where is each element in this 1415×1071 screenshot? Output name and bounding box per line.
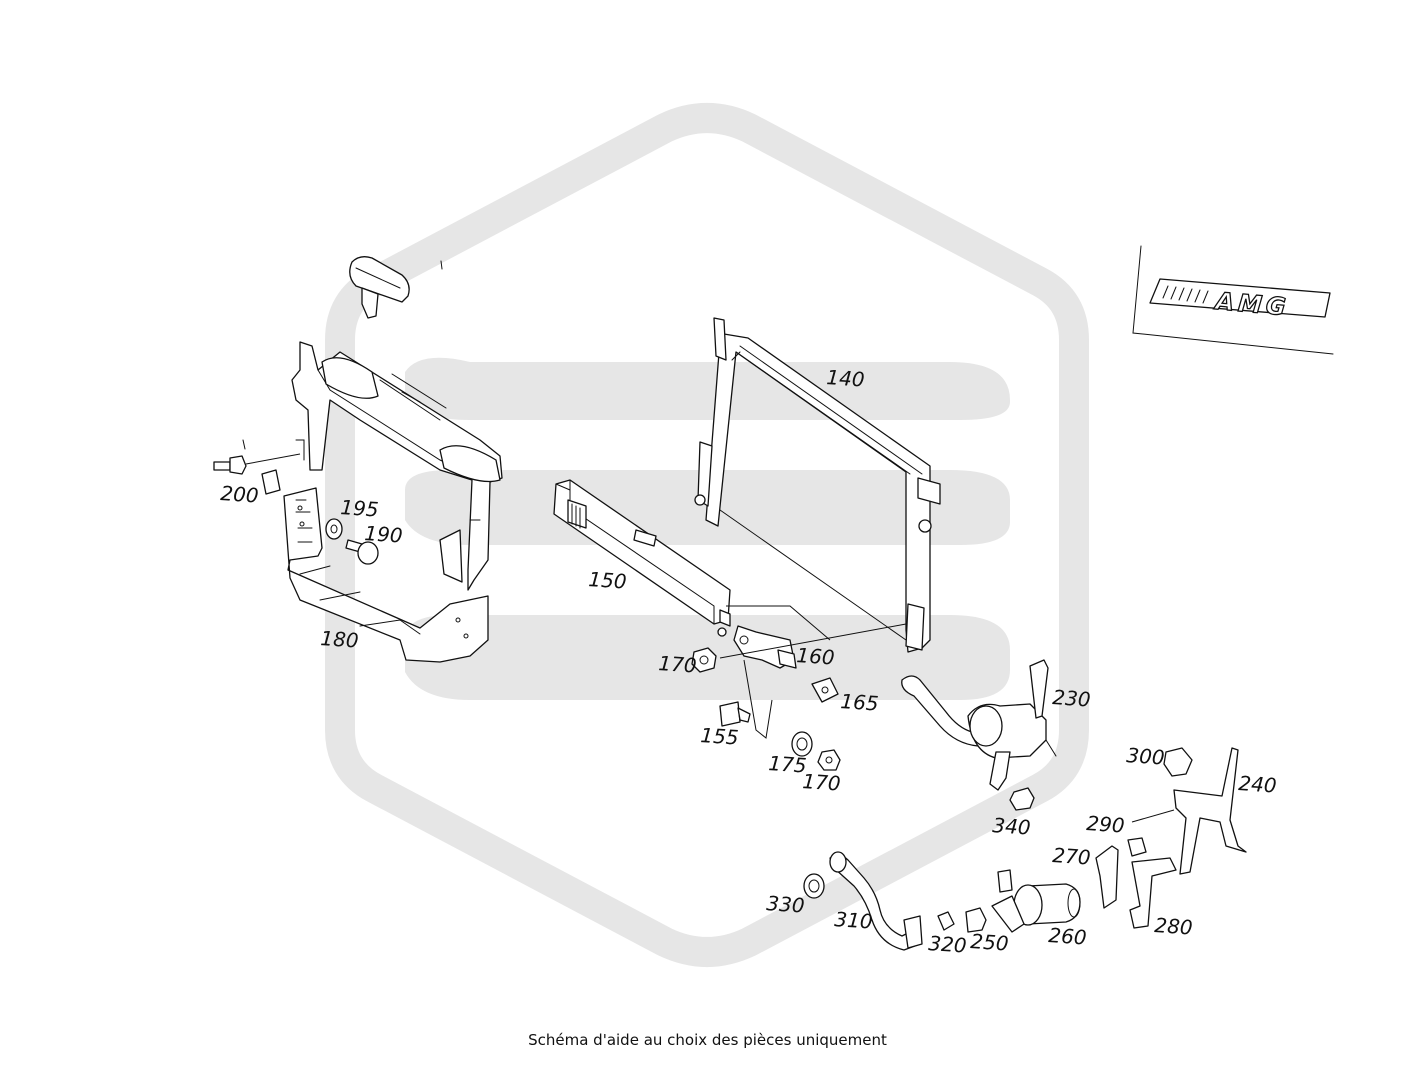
callout-180: 180 xyxy=(320,626,360,653)
callout-190: 190 xyxy=(364,521,404,548)
bracket-240 xyxy=(1131,747,1247,875)
callout-labels: 140 150 155 160 165 170 175 170 180 190 … xyxy=(220,365,1278,958)
bracket-270 xyxy=(1095,845,1119,909)
callout-240: 240 xyxy=(1238,771,1278,798)
amg-logo-text: AMG xyxy=(1212,287,1290,322)
radiator-140 xyxy=(694,317,941,653)
top-clip xyxy=(349,256,443,319)
bolt-190 xyxy=(345,539,379,565)
grommet-175 xyxy=(791,731,813,757)
stud-290 xyxy=(1127,837,1147,857)
callout-150: 150 xyxy=(588,567,628,594)
nut-300 xyxy=(1163,747,1193,777)
nut-170-upper xyxy=(691,647,717,673)
callout-280: 280 xyxy=(1154,913,1194,940)
nut-340 xyxy=(1009,787,1035,811)
front-frame xyxy=(291,341,503,591)
nut-170-lower xyxy=(817,749,841,771)
bracket-160 xyxy=(719,605,907,739)
lower-bracket xyxy=(283,487,489,663)
callout-300: 300 xyxy=(1126,743,1166,770)
clamp-330 xyxy=(803,873,825,899)
callout-170-upper: 170 xyxy=(658,651,698,678)
oil-cooler-150 xyxy=(553,479,731,637)
amg-badge: AMG xyxy=(1132,245,1334,355)
bracket-280 xyxy=(1129,857,1177,929)
callout-250: 250 xyxy=(970,929,1010,956)
callout-270: 270 xyxy=(1052,843,1092,870)
callout-155: 155 xyxy=(700,723,740,750)
callout-170-lower: 170 xyxy=(802,769,842,796)
callout-340: 340 xyxy=(992,813,1032,840)
clamp-320 xyxy=(937,911,955,931)
callout-160: 160 xyxy=(796,643,836,670)
callout-330: 330 xyxy=(766,891,806,918)
callout-290: 290 xyxy=(1086,811,1126,838)
clip-165 xyxy=(811,677,839,703)
callout-320: 320 xyxy=(928,931,968,958)
pump-230 xyxy=(901,659,1057,791)
callout-195: 195 xyxy=(340,495,380,522)
screw-200 xyxy=(213,439,301,495)
callout-310: 310 xyxy=(834,907,874,934)
callout-140: 140 xyxy=(826,365,866,392)
callout-260: 260 xyxy=(1048,923,1088,950)
pump-260 xyxy=(991,869,1081,933)
callout-175: 175 xyxy=(768,751,808,778)
hose-310 xyxy=(829,851,923,951)
diagram-caption: Schéma d'aide au choix des pièces unique… xyxy=(528,1031,887,1049)
bolt-155 xyxy=(719,701,751,727)
callout-230: 230 xyxy=(1052,685,1092,712)
callout-165: 165 xyxy=(840,689,880,716)
washer-195 xyxy=(325,518,343,540)
cap-250 xyxy=(965,907,987,933)
callout-200: 200 xyxy=(220,481,260,508)
